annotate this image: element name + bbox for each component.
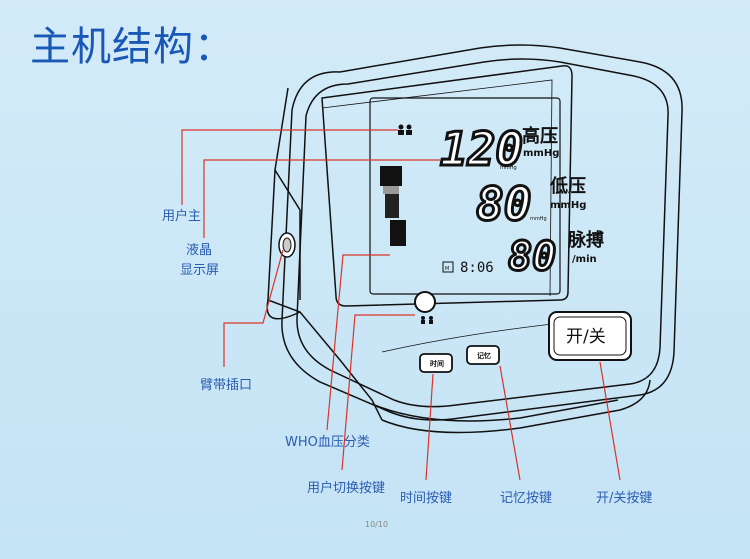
power-button-label: 开/关 [566,327,606,347]
time-button[interactable]: 时间 [420,354,452,372]
user-switch-button[interactable] [415,292,435,324]
systolic-unit: mmHg [523,148,559,159]
who-classification-bar [380,166,406,246]
callout-label-arm-socket: 臂带插口 [200,378,252,393]
diastolic-value: 80 [476,177,531,231]
diastolic-unit-cn: 低压 [549,175,586,197]
callout-label-lcd-line2: 显示屏 [180,263,219,278]
systolic-small-unit: mmHg [500,165,517,171]
time-readout: 8:06 [460,260,494,276]
user-pair-icon [398,125,412,136]
pulse-value: 80 [508,234,556,280]
callout-label-time-button: 时间按键 [400,491,452,506]
systolic-unit-cn: 高压 [522,125,558,147]
callout-label-who-class: WHO血压分类 [285,435,370,450]
memory-button-label: 记忆 [477,351,491,360]
pulse-unit-cn: 脉搏 [567,229,604,251]
callout-line-power-button [600,362,620,480]
callout-label-user-switch: 用户切换按键 [307,480,385,496]
callout-label-power-button: 开/关按键 [596,491,652,506]
page-indicator: 10/10 [365,520,388,529]
diastolic-small-unit: mmHg [530,216,547,222]
memory-icon: M [443,262,453,272]
user-switch-icon [421,316,433,324]
callout-line-arm-socket [224,250,283,367]
svg-text:M: M [445,266,449,272]
callout-label-memory-button: 记忆按键 [500,490,552,506]
callout-label-user-indicator: 用户主 [162,208,201,224]
callout-label-lcd-line1: 液晶 [186,243,212,258]
time-button-label: 时间 [430,359,444,368]
arm-socket [279,233,295,257]
diastolic-unit: mmHg [550,200,586,211]
power-button[interactable]: 开/关 [549,312,631,360]
memory-button[interactable]: 记忆 [467,346,499,364]
device-body [267,45,682,433]
pulse-unit: /min [572,254,597,265]
callout-line-time-button [426,374,433,480]
callout-line-memory-button [500,366,520,480]
callout-line-who-class [327,255,390,430]
